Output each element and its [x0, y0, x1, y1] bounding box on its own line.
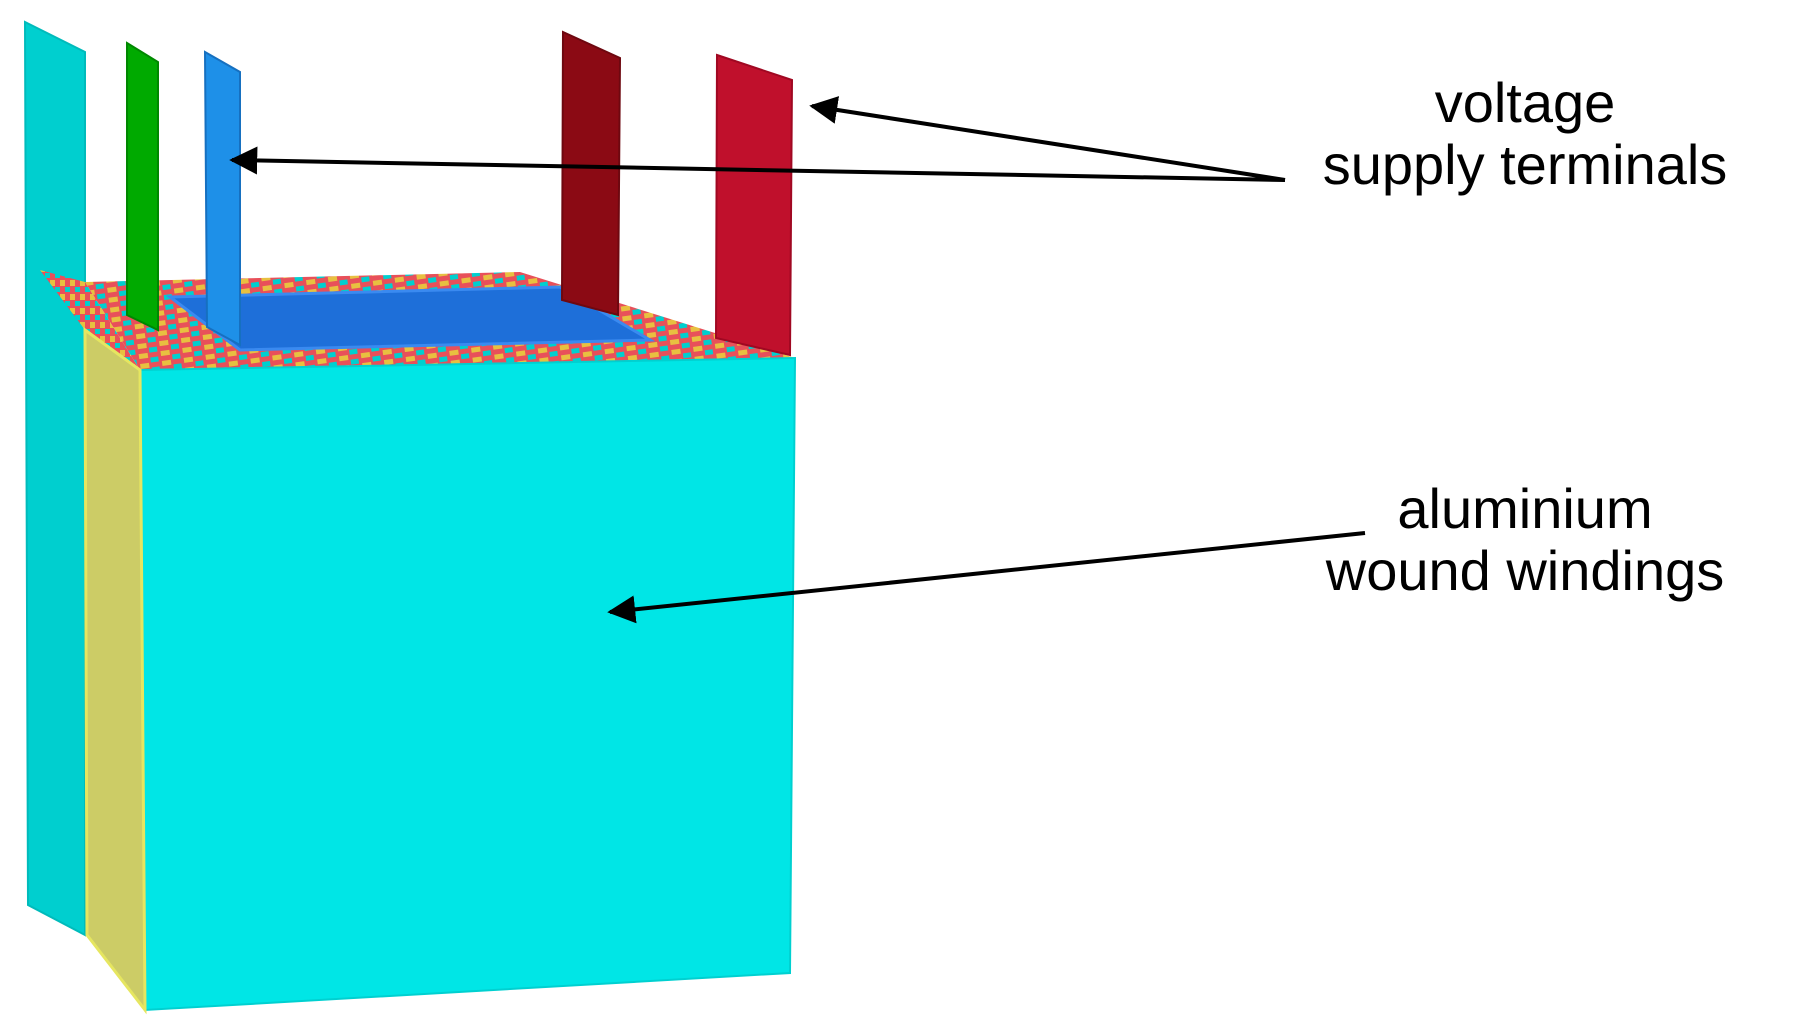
arrow-to-terminal-red: [809, 96, 1286, 182]
aluminium-label-line1: aluminium: [1397, 477, 1653, 540]
terminal-green: [126, 41, 159, 332]
voltage-supply-terminals-label: voltage supply terminals: [1275, 72, 1775, 196]
winding-front-face: [138, 356, 797, 1012]
insulation-strip: [83, 327, 147, 1015]
aluminium-wound-windings-label: aluminium wound windings: [1275, 478, 1775, 602]
terminal-blue: [203, 50, 241, 347]
voltage-label-line2: supply terminals: [1322, 133, 1728, 196]
left-plate: [23, 20, 86, 937]
terminal-red: [714, 53, 794, 357]
voltage-label-line1: voltage: [1434, 71, 1616, 134]
aluminium-label-line2: wound windings: [1325, 539, 1725, 602]
arrow-to-windings: [607, 531, 1366, 624]
arrow-to-terminal-blue: [229, 146, 1286, 182]
winding-top-left-strip: [40, 270, 140, 370]
terminal-dark-red: [560, 30, 622, 317]
